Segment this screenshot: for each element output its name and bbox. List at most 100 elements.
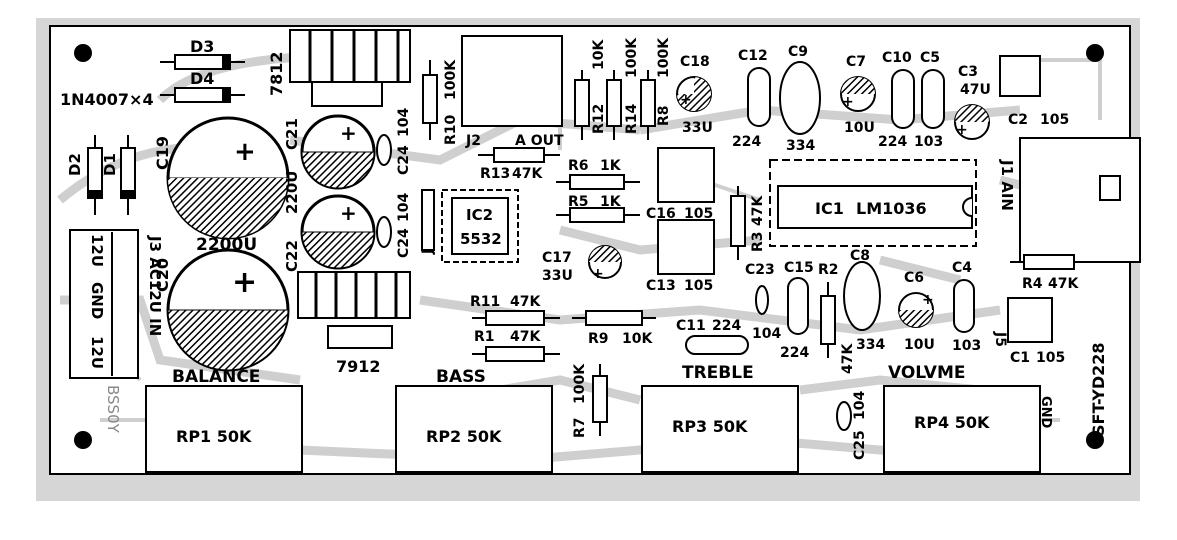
output-connector bbox=[461, 35, 563, 127]
c24b-value: 104 bbox=[396, 193, 412, 222]
r3-value: 47K bbox=[750, 195, 766, 226]
c18-value: 33U bbox=[682, 120, 713, 136]
r13-value: 47K bbox=[512, 166, 543, 182]
c24b-label: C24 bbox=[396, 228, 412, 258]
c16-value: 105 bbox=[684, 206, 713, 222]
ic1-ref: IC1 bbox=[815, 199, 844, 218]
r14-label: R14 bbox=[624, 103, 640, 134]
c11-value: 224 bbox=[712, 318, 741, 334]
resistor-r2 bbox=[820, 282, 836, 358]
board-model: SFT-YD228 bbox=[1089, 342, 1108, 436]
c13-label: C13 bbox=[646, 278, 676, 294]
mounting-holes bbox=[74, 44, 1104, 449]
c6-value: 10U bbox=[904, 337, 935, 353]
r9-value: 10K bbox=[622, 331, 653, 347]
ic2-ref: IC2 bbox=[466, 206, 493, 224]
r6-value: 1K bbox=[600, 158, 622, 174]
regulator-7912 bbox=[297, 271, 411, 349]
r14-value: 100K bbox=[624, 37, 640, 78]
svg-text:+: + bbox=[592, 266, 604, 282]
ic2-chip bbox=[441, 189, 519, 263]
pot-rp1 bbox=[145, 385, 303, 473]
pot-rp4 bbox=[883, 385, 1041, 473]
capacitor-c5 bbox=[921, 69, 945, 129]
resistor-r5 bbox=[556, 207, 640, 223]
capacitor-c3: + bbox=[954, 104, 990, 140]
c24a-value: 104 bbox=[396, 108, 412, 137]
j4-header bbox=[421, 189, 435, 251]
c2-value: 105 bbox=[1040, 112, 1069, 128]
input-connector bbox=[1019, 137, 1141, 263]
resistor-r6 bbox=[556, 174, 640, 190]
bridge-note: 1N4007×4 bbox=[60, 90, 154, 109]
c4-label: C4 bbox=[952, 260, 972, 276]
c11-label: C11 bbox=[676, 318, 706, 334]
capacitor-c11 bbox=[685, 335, 749, 355]
c10-value: 224 bbox=[878, 134, 907, 150]
balance-label: BALANCE bbox=[172, 367, 260, 387]
r13-label: R13 bbox=[480, 166, 510, 182]
c21-label: C21 bbox=[283, 118, 301, 150]
svg-text:+: + bbox=[956, 122, 968, 138]
resistor-r3 bbox=[730, 186, 746, 260]
capacitor-c2 bbox=[999, 55, 1041, 97]
r10-label: R10 bbox=[443, 114, 459, 145]
capacitor-c21: + bbox=[300, 114, 376, 190]
r8-label: R8 bbox=[656, 105, 672, 126]
j1-label: J1 AIN bbox=[998, 159, 1016, 211]
r11-value: 47K bbox=[510, 294, 541, 310]
svg-text:+: + bbox=[234, 137, 256, 167]
c23-value: 104 bbox=[752, 326, 781, 342]
c10-label: C10 bbox=[882, 50, 912, 66]
capacitor-c17: + bbox=[588, 245, 622, 282]
capacitor-c24-bottom bbox=[376, 216, 392, 248]
r9-label: R9 bbox=[588, 331, 609, 347]
volume-label: VOLVME bbox=[888, 363, 966, 383]
capacitor-c1 bbox=[1007, 297, 1053, 343]
c1-label: C1 bbox=[1010, 350, 1030, 366]
c5-label: C5 bbox=[920, 50, 940, 66]
capacitor-c18: + bbox=[676, 76, 712, 112]
capacitor-c13 bbox=[657, 219, 715, 275]
d4-label: D4 bbox=[190, 69, 214, 88]
resistor-r1 bbox=[472, 346, 560, 362]
capacitor-c12 bbox=[747, 67, 771, 127]
capacitor-c16 bbox=[657, 147, 715, 203]
r4-label: R4 bbox=[1022, 276, 1043, 292]
diode-d4 bbox=[160, 87, 245, 103]
treble-label: TREBLE bbox=[682, 363, 754, 383]
resistor-r10 bbox=[422, 60, 438, 140]
c24a-label: C24 bbox=[396, 145, 412, 175]
c8-value: 334 bbox=[856, 337, 885, 353]
resistor-r11 bbox=[472, 310, 560, 326]
handwritten-mark: BSS0Y bbox=[104, 385, 122, 434]
capacitor-c9 bbox=[779, 61, 821, 135]
j2-desc: A OUT bbox=[515, 133, 564, 149]
capacitor-c4 bbox=[953, 279, 975, 333]
resistor-r7 bbox=[592, 364, 608, 436]
r5-label: R5 bbox=[568, 194, 589, 210]
c7-label: C7 bbox=[846, 54, 866, 70]
c23-label: C23 bbox=[745, 262, 775, 278]
c9-label: C9 bbox=[788, 44, 808, 60]
r4-value: 47K bbox=[1048, 276, 1079, 292]
diode-d3 bbox=[160, 54, 245, 70]
svg-text:+: + bbox=[232, 265, 257, 300]
resistor-r13 bbox=[478, 147, 560, 163]
c17-label: C17 bbox=[542, 250, 572, 266]
r10-value: 100K bbox=[443, 59, 459, 100]
pot-rp2 bbox=[395, 385, 553, 473]
gnd-label: GND bbox=[1038, 396, 1053, 429]
power-connector bbox=[69, 229, 139, 379]
diode-d2 bbox=[87, 135, 103, 215]
regulator-7812 bbox=[289, 29, 411, 107]
c4-value: 103 bbox=[952, 338, 981, 354]
resistor-r9 bbox=[572, 310, 656, 326]
c1-value: 105 bbox=[1036, 350, 1065, 366]
c6-label: C6 bbox=[904, 270, 924, 286]
r12-label: R12 bbox=[591, 104, 607, 134]
power-pin-label-3: 12U bbox=[88, 336, 106, 369]
ic1-part: LM1036 bbox=[856, 199, 927, 218]
pot-rp3 bbox=[641, 385, 799, 473]
